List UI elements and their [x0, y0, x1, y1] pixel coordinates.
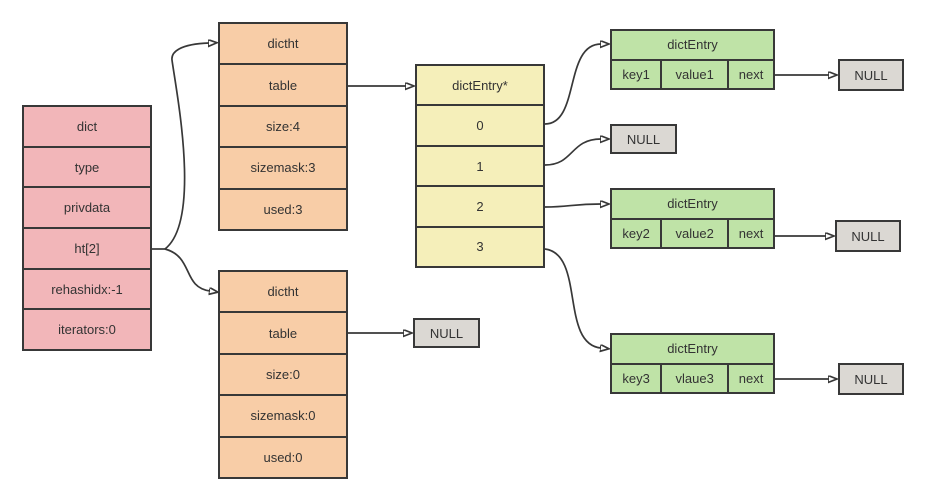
dict-entry-3-next: next — [727, 364, 773, 392]
dict-entry-1-next: next — [727, 60, 773, 88]
null-box-left: NULL — [413, 318, 480, 348]
dict-box: dict type privdata ht[2] rehashidx:-1 it… — [22, 105, 152, 351]
dictht-top-field-used: used:3 — [220, 187, 346, 230]
dictht-bottom-field-sizemask: sizemask:0 — [220, 394, 346, 436]
dict-field-privdata: privdata — [24, 186, 150, 228]
dictht-bottom-field-table: table — [220, 311, 346, 353]
dict-entry-2-title: dictEntry — [612, 190, 773, 220]
dictht-top-field-size: size:4 — [220, 104, 346, 147]
dict-entry-3-title: dictEntry — [612, 335, 773, 365]
dict-entry-2-value: value2 — [660, 219, 727, 247]
bucket-index-2: 2 — [417, 185, 543, 226]
dict-entry-3: dictEntry key3 vlaue3 next — [610, 333, 775, 394]
arrow-ht2-to-dictht-bottom — [164, 248, 210, 291]
dictht-top-field-sizemask: sizemask:3 — [220, 146, 346, 188]
bucket-index-0: 0 — [417, 104, 543, 145]
dictht-bottom-box: dictht table size:0 sizemask:0 used:0 — [218, 270, 348, 479]
null-box-middle: NULL — [610, 124, 677, 154]
arrow-bucket3-to-entry3 — [544, 248, 601, 348]
dict-field-type: type — [24, 145, 150, 187]
dict-entry-3-key: key3 — [622, 370, 650, 386]
bucket-array-box: dictEntry* 0 1 2 3 — [415, 64, 545, 268]
dict-entry-2: dictEntry key2 value2 next — [610, 188, 775, 249]
bucket-array-title: dictEntry* — [417, 66, 543, 105]
bucket-index-1: 1 — [417, 144, 543, 186]
dictht-top-box: dictht table size:4 sizemask:3 used:3 — [218, 22, 348, 231]
dict-entry-1: dictEntry key1 value1 next — [610, 29, 775, 90]
dict-entry-2-key: key2 — [622, 225, 650, 241]
dictht-top-title: dictht — [220, 24, 346, 64]
dict-field-rehashidx: rehashidx:-1 — [24, 267, 150, 309]
null-box-right-3: NULL — [838, 363, 904, 395]
dict-entry-1-title: dictEntry — [612, 31, 773, 61]
bucket-index-3: 3 — [417, 225, 543, 267]
dict-entry-3-value: vlaue3 — [660, 364, 727, 392]
dict-field-ht: ht[2] — [24, 227, 150, 268]
arrow-bucket2-to-entry2 — [544, 204, 601, 207]
dictht-bottom-field-used: used:0 — [220, 435, 346, 478]
null-box-right-2: NULL — [835, 220, 901, 252]
dictht-bottom-title: dictht — [220, 272, 346, 312]
dict-entry-2-next: next — [727, 219, 773, 247]
dict-entry-1-key: key1 — [622, 66, 650, 82]
dictht-bottom-field-size: size:0 — [220, 352, 346, 395]
arrow-ht2-to-dictht-top — [164, 43, 209, 250]
dict-field-iterators: iterators:0 — [24, 308, 150, 350]
null-box-top-right: NULL — [838, 59, 904, 91]
arrow-bucket1-to-null — [544, 139, 601, 166]
dict-title: dict — [24, 107, 150, 146]
arrow-bucket0-to-entry1 — [544, 44, 601, 125]
dict-entry-1-value: value1 — [660, 60, 727, 88]
dictht-top-field-table: table — [220, 63, 346, 105]
